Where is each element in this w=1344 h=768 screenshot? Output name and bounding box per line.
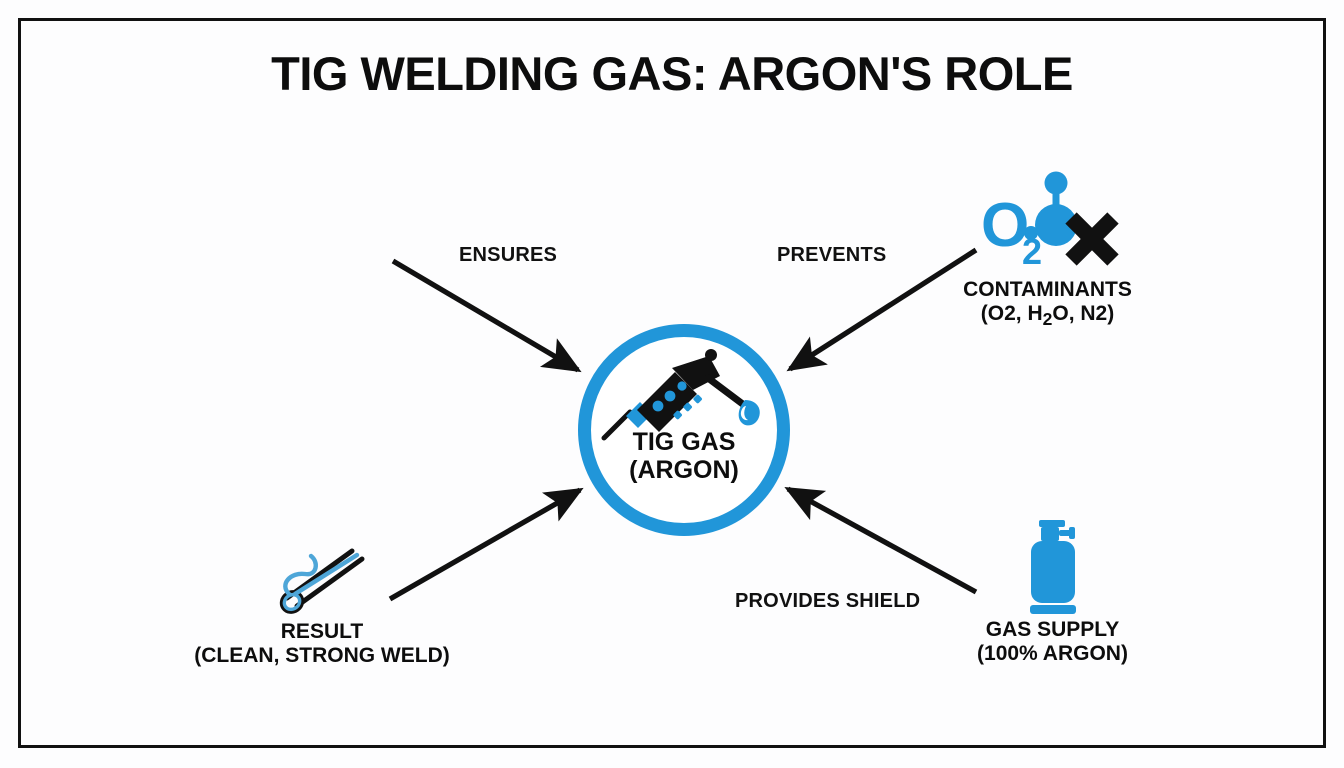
result-caption-line1: RESULT: [280, 620, 364, 643]
node-contaminants[interactable]: O 2 CONTAMINANTS (O2, H2O, N2): [905, 168, 1190, 329]
weld-bead-icon: [279, 548, 365, 614]
contaminants-caption-line2: (O2, H2O, N2): [905, 302, 1190, 330]
gas-supply-icon-wrap: [910, 518, 1195, 618]
center-node-tig-gas[interactable]: TIG GAS (ARGON): [578, 324, 790, 536]
contaminants-icon-wrap: O 2: [905, 168, 1190, 278]
edge-label-provides-shield: PROVIDES SHIELD: [735, 590, 921, 612]
edge-label-ensures: ENSURES: [459, 244, 558, 266]
contaminants-caption-subscript: 2: [1042, 308, 1053, 329]
gas-supply-caption: GAS SUPPLY (100% ARGON): [910, 618, 1195, 665]
cross-out-icon: [1064, 212, 1119, 266]
welding-torch-icon: [601, 349, 760, 441]
page-title: TIG WELDING GAS: ARGON'S ROLE: [271, 47, 1073, 100]
result-icon-wrap: [172, 528, 472, 620]
center-node-label: TIG GAS (ARGON): [578, 428, 790, 484]
o2-icon-letter: O: [981, 191, 1029, 260]
contaminants-caption-part3: O, N2): [1052, 301, 1115, 325]
center-node-label-line1: TIG GAS: [632, 428, 736, 456]
center-node-label-line2: (ARGON): [629, 456, 739, 484]
result-caption: RESULT (CLEAN, STRONG WELD): [172, 620, 472, 667]
edge-label-prevents: PREVENTS: [777, 244, 887, 266]
o2-molecule-blocked-icon: O 2: [981, 171, 1119, 272]
gas-supply-caption-line1: GAS SUPPLY: [985, 618, 1120, 641]
gas-cylinder-icon: [1029, 520, 1076, 614]
node-gas-supply[interactable]: GAS SUPPLY (100% ARGON): [910, 518, 1195, 665]
contaminants-caption-line1: CONTAMINANTS: [963, 278, 1132, 301]
contaminants-caption: CONTAMINANTS (O2, H2O, N2): [905, 278, 1190, 329]
result-caption-line2: (CLEAN, STRONG WELD): [194, 643, 450, 667]
o2-icon-subscript: 2: [1022, 231, 1042, 272]
node-result[interactable]: RESULT (CLEAN, STRONG WELD): [172, 528, 472, 667]
contaminants-caption-part1: (O2, H: [980, 301, 1043, 325]
gas-supply-caption-line2: (100% ARGON): [977, 641, 1128, 665]
